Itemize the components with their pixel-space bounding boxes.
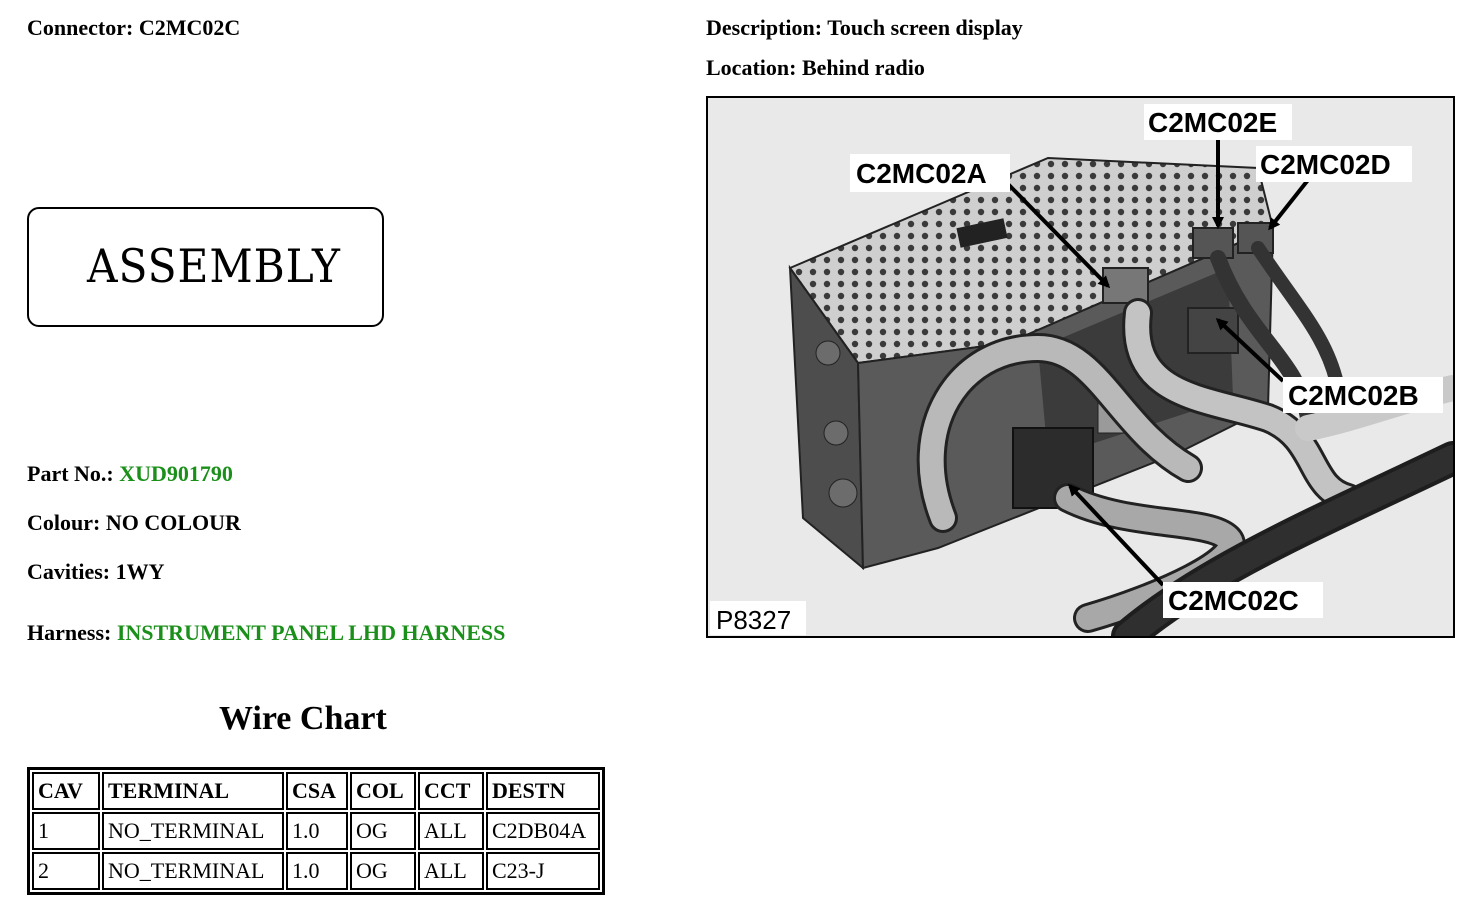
cell-csa: 1.0 [286,812,348,850]
connector-blocks [1012,222,1274,509]
header-destn: DESTN [486,772,600,810]
table-header-row: CAV TERMINAL CSA COL CCT DESTN [32,772,600,810]
radio-unit-illustration: C2MC02A C2MC02E C2MC02D C2MC02B C2MC02C … [708,98,1453,636]
assembly-text: ASSEMBLY [87,239,341,293]
cell-cav: 1 [32,812,100,850]
figure-id: P8327 [716,605,791,635]
location-line: Location: Behind radio [706,55,925,81]
part-number-link[interactable]: XUD901790 [119,461,233,486]
connector-line: Connector: C2MC02C [27,15,240,41]
location-label: Location: [706,55,797,80]
colour-label: Colour: [27,510,101,535]
callout-c2mc02e: C2MC02E [1148,107,1277,138]
cell-cct: ALL [418,812,484,850]
cavities-line: Cavities: 1WY [27,559,164,585]
colour-value: NO COLOUR [105,510,241,535]
connector-label: Connector: [27,15,134,40]
cavities-label: Cavities: [27,559,111,584]
header-cav: CAV [32,772,100,810]
callout-c2mc02d: C2MC02D [1260,149,1391,180]
cell-cct: ALL [418,852,484,890]
description-value: Touch screen display [827,15,1023,40]
callout-labels: C2MC02A C2MC02E C2MC02D C2MC02B C2MC02C … [710,104,1443,635]
cell-csa: 1.0 [286,852,348,890]
colour-line: Colour: NO COLOUR [27,510,241,536]
cell-destn: C23-J [486,852,600,890]
harness-cables [916,241,1453,636]
cell-terminal: NO_TERMINAL [102,852,284,890]
callout-c2mc02a: C2MC02A [856,158,987,189]
part-number-line: Part No.: XUD901790 [27,461,233,487]
wire-chart-table: CAV TERMINAL CSA COL CCT DESTN 1 NO_TERM… [27,767,605,895]
header-cct: CCT [418,772,484,810]
part-number-label: Part No.: [27,461,114,486]
description-label: Description: [706,15,823,40]
callout-c2mc02c: C2MC02C [1168,585,1299,616]
cell-col: OG [350,852,416,890]
header-col: COL [350,772,416,810]
harness-line: Harness: INSTRUMENT PANEL LHD HARNESS [27,620,505,646]
connector-value: C2MC02C [138,15,241,40]
callout-c2mc02b: C2MC02B [1288,380,1419,411]
header-terminal: TERMINAL [102,772,284,810]
assembly-box: ASSEMBLY [27,207,384,327]
location-value: Behind radio [801,55,925,80]
table-row: 1 NO_TERMINAL 1.0 OG ALL C2DB04A [32,812,600,850]
radio-unit-body [788,156,1275,571]
connector-location-figure: C2MC02A C2MC02E C2MC02D C2MC02B C2MC02C … [706,96,1455,638]
cavities-value: 1WY [115,559,165,584]
harness-link[interactable]: INSTRUMENT PANEL LHD HARNESS [116,620,506,645]
cell-destn: C2DB04A [486,812,600,850]
cell-cav: 2 [32,852,100,890]
cell-terminal: NO_TERMINAL [102,812,284,850]
wire-chart-title: Wire Chart [219,700,387,737]
cell-col: OG [350,812,416,850]
description-line: Description: Touch screen display [706,15,1023,41]
harness-label: Harness: [27,620,112,645]
table-row: 2 NO_TERMINAL 1.0 OG ALL C23-J [32,852,600,890]
callout-arrows [1006,138,1310,587]
header-csa: CSA [286,772,348,810]
